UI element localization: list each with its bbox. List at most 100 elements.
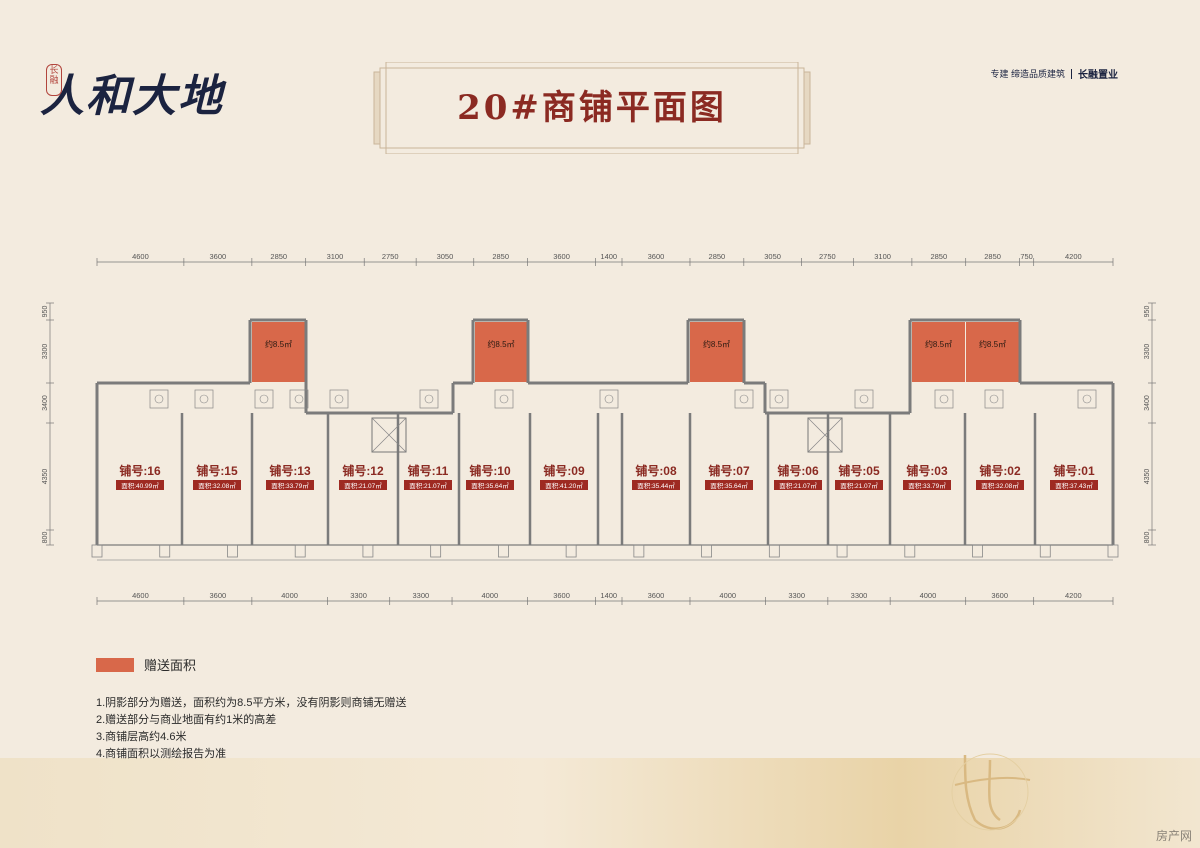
gift-area-label: 约8.5㎡ [265,339,292,349]
left-dim-value: 950 [42,306,49,318]
gift-area [252,322,305,382]
shop-area: 面积:32.08㎡ [198,481,236,490]
gift-area [912,322,965,382]
emblem-icon [951,753,1031,831]
storefront-column [497,544,509,558]
brand-tagline: 专建 缔造品质建筑 [990,69,1065,79]
elevator-shaft [807,417,843,453]
shop-area: 面积:35.64㎡ [710,481,748,490]
washroom-fixture [934,389,954,409]
walls [91,318,1119,561]
toilet-icon [739,394,749,404]
shop-area-badge [339,480,387,490]
title-scroll: 20#商铺平面图 [372,61,812,155]
shop-area: 面积:33.79㎡ [271,481,309,490]
storefront-column [904,544,916,558]
bottom-dim-value: 3600 [991,591,1008,600]
top-dim-value: 2750 [382,252,399,261]
toilet-icon [334,394,344,404]
top-dim-value: 2850 [709,252,726,261]
washroom-fixture [854,389,874,409]
bottom-dim-value: 3300 [413,591,430,600]
shop-area: 面积:21.07㎡ [840,481,878,490]
note-2: 2.赠送部分与商业地面有约1米的高差 [96,714,277,726]
shop-number: 铺号:01 [1053,463,1095,478]
top-dim-value: 4200 [1065,252,1082,261]
bottom-dim-value: 4000 [281,591,298,600]
storefront-column [836,544,848,558]
legend-swatch [96,657,134,672]
washroom-fixture [419,389,439,409]
gift-area-label: 约8.5㎡ [487,339,514,349]
left-dim-value: 3300 [42,344,49,360]
notes: 1.阴影部分为赠送，面积约为8.5平方米，没有阴影则商铺无赠送 2.赠送部分与商… [96,695,406,763]
shop-area-badge [193,480,241,490]
toilet-icon [259,394,269,404]
shop-number: 铺号:02 [979,463,1021,478]
washroom-fixture [254,389,274,409]
bottom-dim-value: 3300 [788,591,805,600]
toilet-icon [859,394,869,404]
toilet-icon [199,394,209,404]
elevator-cross [807,417,843,453]
shop-area-badge [903,480,951,490]
legend-label: 赠送面积 [144,658,197,673]
shop-area-badge [632,480,680,490]
gift-area [475,322,527,382]
storefront-column [1107,544,1119,558]
gift-area-label: 约8.5㎡ [925,339,952,349]
shop-number: 铺号:15 [196,463,238,478]
top-dim-value: 1400 [600,252,617,261]
shop-area: 面积:21.07㎡ [344,481,382,490]
toilet-icon [774,394,784,404]
shop-area-badge [1050,480,1098,490]
shop-number: 铺号:06 [777,463,819,478]
shop-labels: 铺号:16面积:40.99㎡铺号:15面积:32.08㎡铺号:13面积:33.7… [116,463,1098,490]
elevator-cross [371,417,407,453]
storefront-column [768,544,780,558]
right-dim-value: 800 [1144,532,1151,544]
toilet-icon [154,394,164,404]
note-4: 4.商铺面积以测绘报告为准 [96,748,227,760]
gift-area [966,322,1019,382]
shop-area: 面积:33.79㎡ [908,481,946,490]
bottom-dim-value: 1400 [600,591,617,600]
storefront-column [701,544,712,558]
top-dim-value: 2750 [819,252,836,261]
top-dim-value: 2850 [492,252,509,261]
right-dim-value: 3300 [1144,344,1151,360]
shop-number: 铺号:13 [269,463,311,478]
bottom-dim-value: 3600 [553,591,570,600]
top-dim-value: 3100 [327,252,344,261]
toilet-icon [294,394,304,404]
washroom-fixture [149,389,169,409]
right-dim-value: 4350 [1144,469,1151,485]
shop-number: 铺号:07 [708,463,750,478]
watermark: 房产网 [1155,829,1192,843]
gift-area-label: 约8.5㎡ [979,339,1006,349]
storefront-column [91,544,103,558]
toilet-icon [499,394,509,404]
top-dim-value: 3100 [874,252,891,261]
storefront-column [565,544,577,558]
top-dim-value: 2850 [270,252,287,261]
plan-title: 20#商铺平面图 [457,88,727,128]
top-dim-value: 3050 [764,252,781,261]
legend: 赠送面积 [96,655,196,674]
left-dim-value: 3400 [42,395,49,411]
shop-area: 面积:21.07㎡ [409,481,447,490]
shop-area-badge [404,480,452,490]
bottom-dim-value: 4600 [132,591,149,600]
bottom-dim-value: 3600 [210,591,227,600]
washroom-fixture [289,389,309,409]
storefront-column [430,544,442,558]
toilet-icon [989,394,999,404]
top-dim-value: 3600 [210,252,227,261]
washroom-fixture [599,389,619,409]
shop-area-badge [976,480,1024,490]
developer-brand: 专建 缔造品质建筑 长融置业 [990,66,1118,81]
brand-name: 长融置业 [1078,70,1118,81]
